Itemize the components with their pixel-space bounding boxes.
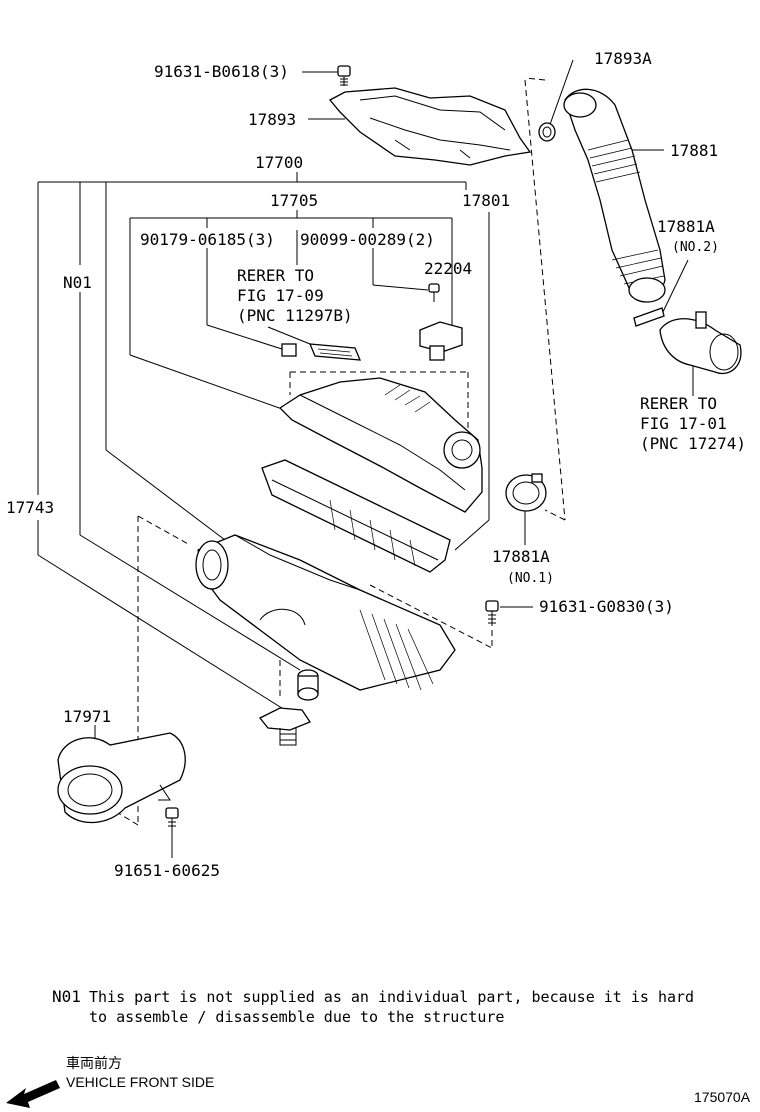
figure-id: 175070A: [694, 1089, 751, 1105]
label-17881: 17881: [670, 141, 718, 160]
leader-lines: [37, 59, 694, 858]
inlet-duct-17971: [57, 732, 186, 824]
label-bolt-top: 91631-B0618(3): [154, 62, 289, 81]
direction-jp: 車両前方: [66, 1055, 122, 1071]
label-17743: 17743: [6, 498, 54, 517]
mount-rubber-n01: [297, 669, 319, 701]
clamp-17881a-no1: [505, 473, 547, 512]
label-17893a: 17893A: [594, 49, 652, 68]
footer: 車両前方 VEHICLE FRONT SIDE 175070A: [6, 1055, 751, 1108]
refer-left-line-2: FIG 17-09: [237, 286, 324, 305]
part-labels: 91631-B0618(3) 17893A 17893 17881 17700 …: [6, 49, 746, 880]
bolt-bottom-icon: [165, 807, 179, 830]
intake-hose-17881: [563, 88, 666, 303]
note-line-1: This part is not supplied as an individu…: [89, 988, 694, 1006]
refer-right-line-2: FIG 17-01: [640, 414, 727, 433]
refer-left-line-1: RERER TO: [237, 266, 314, 285]
label-n01: N01: [63, 273, 92, 292]
note-code: N01: [52, 987, 81, 1006]
label-17893: 17893: [248, 110, 296, 129]
refer-right-line-3: (PNC 17274): [640, 434, 746, 453]
clamp-17893a: [538, 122, 556, 142]
label-bolt-bottom: 91651-60625: [114, 861, 220, 880]
airflow-meter-22204: [419, 321, 463, 361]
label-17881a-no1-sub: (NO.1): [507, 571, 554, 586]
label-17971: 17971: [63, 707, 111, 726]
duct-bracket-17893: [328, 87, 532, 166]
front-arrow-icon: [6, 1080, 60, 1108]
bolt-right-icon: [485, 600, 499, 626]
label-17801: 17801: [462, 191, 510, 210]
label-bolt-right: 91631-G0830(3): [539, 597, 674, 616]
label-90179: 90179-06185(3): [140, 230, 275, 249]
label-22204: 22204: [424, 259, 472, 278]
note-line-2: to assemble / disassemble due to the str…: [89, 1008, 504, 1026]
label-90099: 90099-00289(2): [300, 230, 435, 249]
label-plate: [308, 343, 362, 361]
direction-en: VEHICLE FRONT SIDE: [66, 1074, 214, 1090]
bolt-top-icon: [337, 65, 351, 86]
air-cleaner-case-17700: [195, 534, 456, 691]
label-17881a-no1: 17881A: [492, 547, 550, 566]
grommet-90179-icon: [281, 343, 297, 357]
mount-17743: [258, 707, 311, 746]
note-block: N01 This part is not supplied as an indi…: [52, 987, 694, 1026]
clamp-17881a-no2: [633, 307, 742, 375]
refer-right-line-1: RERER TO: [640, 394, 717, 413]
air-filter-17801: [261, 459, 451, 573]
label-17881a-no2-sub: (NO.2): [672, 240, 719, 255]
screw-90099-icon: [428, 283, 440, 302]
refer-left-line-3: (PNC 11297B): [237, 306, 353, 325]
air-cleaner-cap-17705: [278, 377, 483, 513]
label-17705: 17705: [270, 191, 318, 210]
label-17700: 17700: [255, 153, 303, 172]
label-17881a-no2: 17881A: [657, 217, 715, 236]
